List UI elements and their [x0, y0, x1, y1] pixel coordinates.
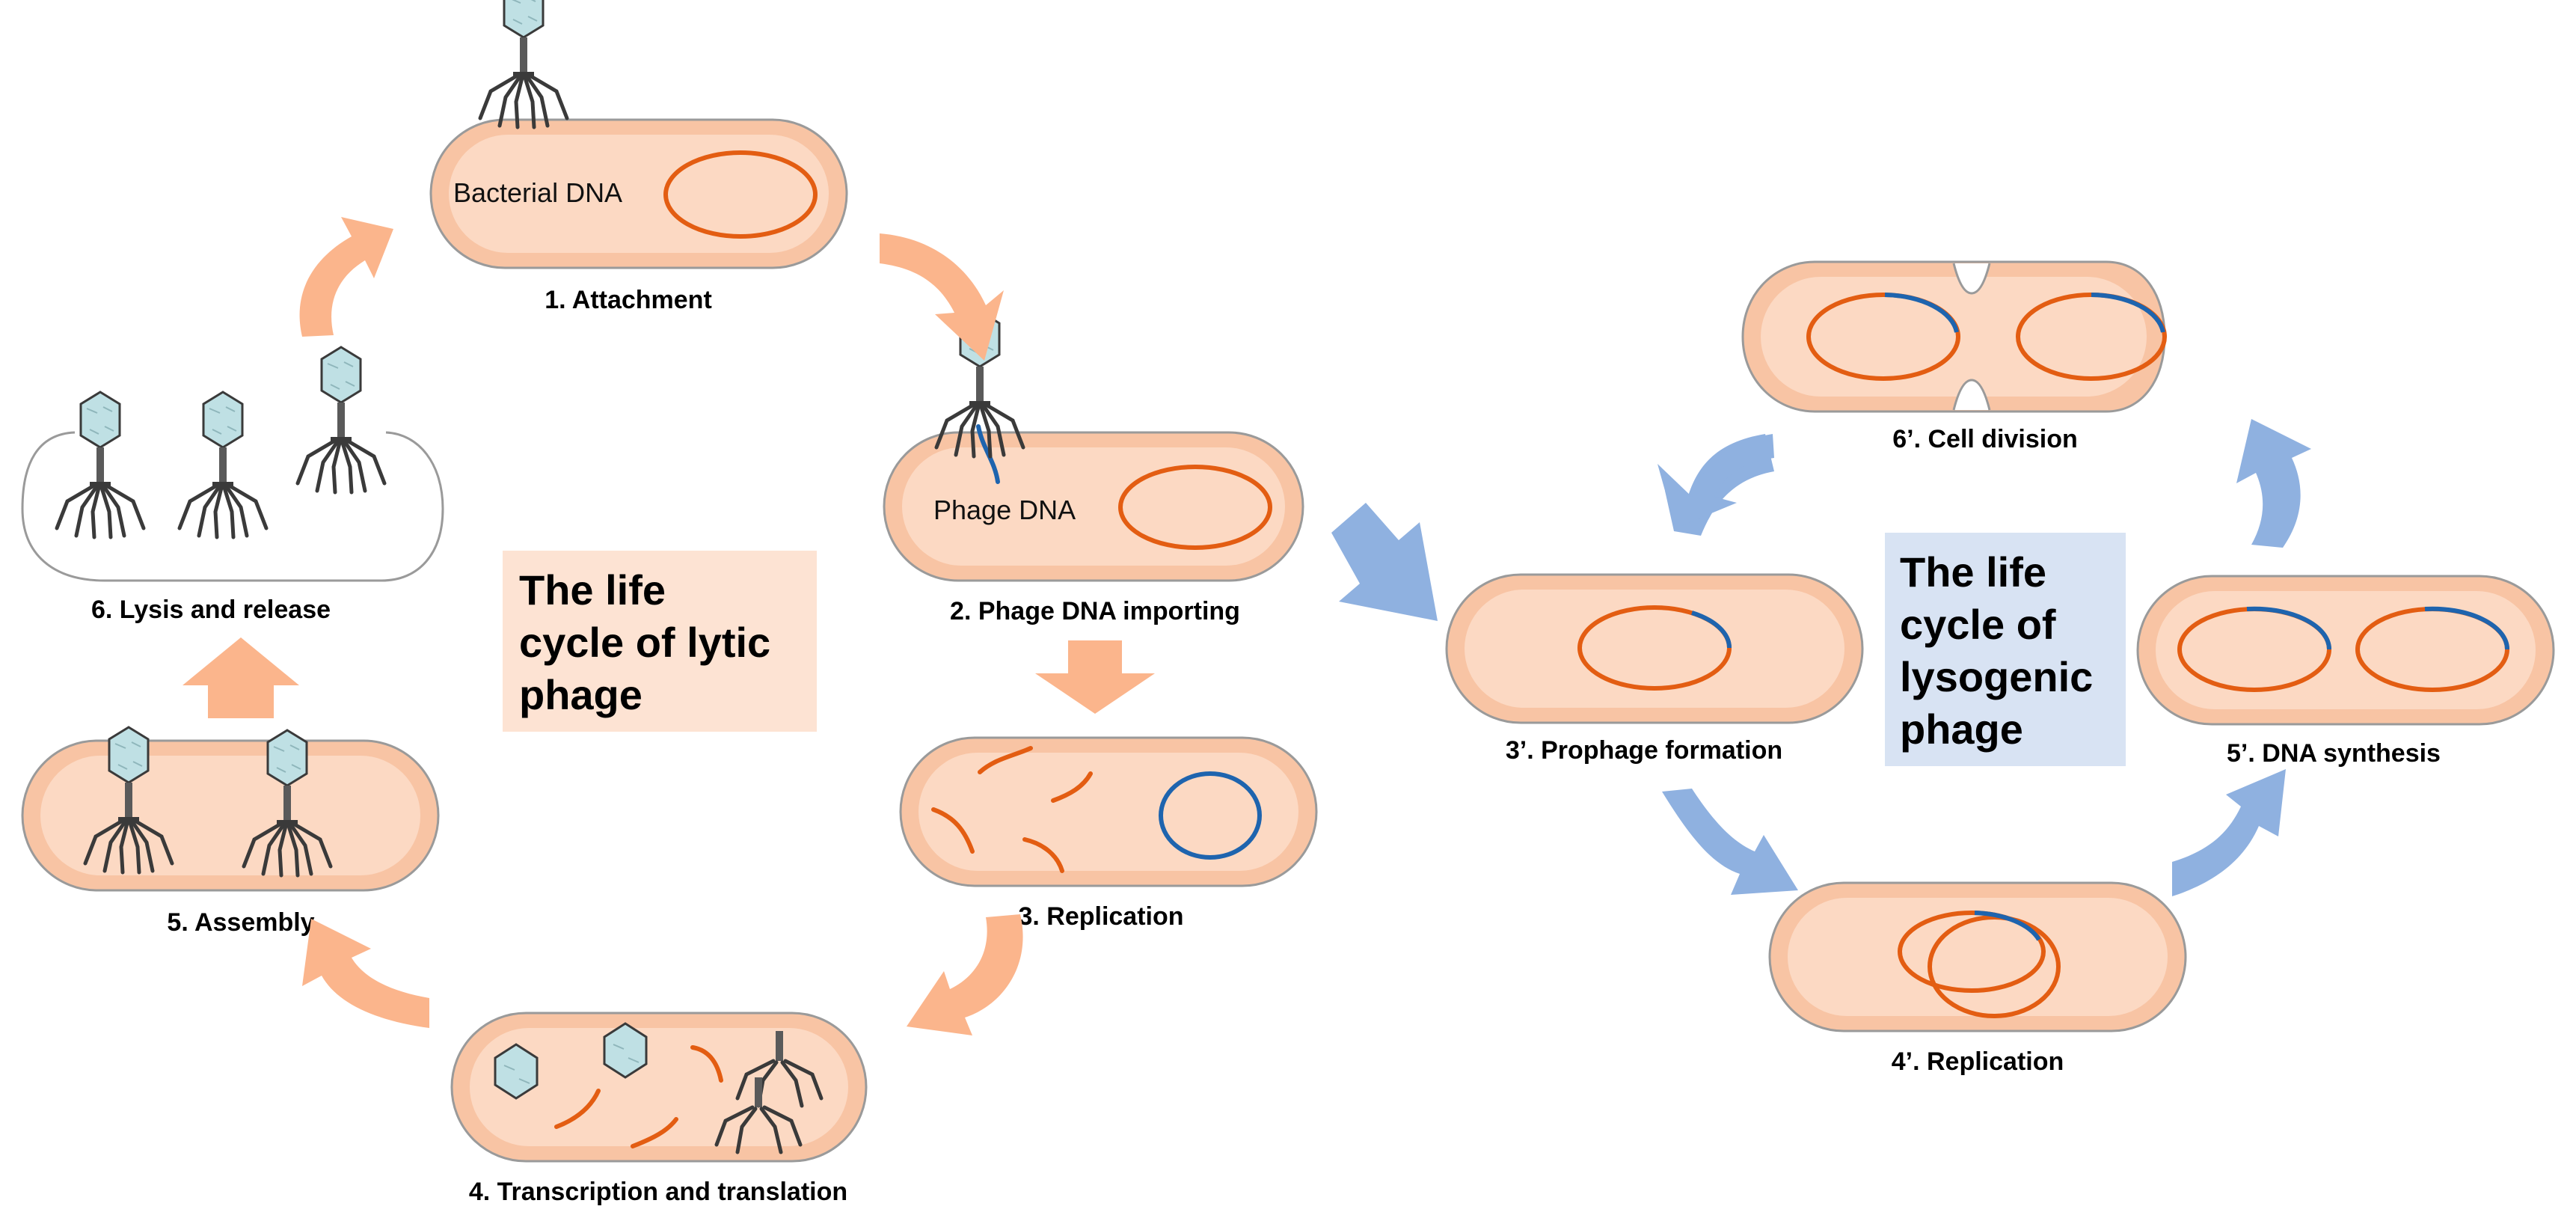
arrow-division-to-prophage	[1657, 434, 1774, 528]
phage-dna-circle	[1159, 771, 1262, 860]
arrow-prophage-to-replication	[1662, 789, 1798, 895]
stage-5p-dna-synthesis: 5’. DNA synthesis	[2136, 575, 2555, 768]
stage-5p-label: 5’. DNA synthesis	[2227, 739, 2441, 768]
stage-6-lysis-release: 6. Lysis and release	[21, 347, 444, 624]
phage-icon	[480, 0, 567, 127]
arrow-import-to-replication	[1035, 640, 1155, 714]
prophage-segment	[1691, 611, 1732, 649]
lytic-title-line-2: cycle of lytic	[519, 619, 770, 666]
phage-icon	[57, 392, 144, 537]
arrow-lysis-to-attachment	[299, 217, 393, 337]
stage-3p-prophage-formation: 3’. Prophage formation	[1445, 573, 1864, 765]
stage-5-label: 5. Assembly	[167, 908, 314, 937]
stage-2-label: 2. Phage DNA importing	[950, 597, 1240, 625]
phage-dna-label: Phage DNA	[933, 495, 1076, 525]
lytic-arrows	[183, 217, 1155, 1035]
lytic-title: The life cycle of lytic phage	[519, 566, 782, 718]
stage-3-label: 3. Replication	[1018, 902, 1183, 931]
arrow-transcription-to-assembly	[302, 919, 429, 1028]
lysogenic-arrows	[1657, 419, 2311, 896]
arrow-synthesis-to-division	[2236, 419, 2311, 548]
stage-6p-cell-division: 6’. Cell division	[1741, 260, 2167, 453]
lysogenic-title: The life cycle of lysogenic phage	[1900, 548, 2105, 753]
stage-5-assembly: 5. Assembly	[21, 727, 440, 937]
phage-icon	[180, 392, 266, 537]
stage-4p-label: 4’. Replication	[1892, 1047, 2064, 1076]
bacterial-dna-circle	[663, 150, 818, 239]
stage-6-label: 6. Lysis and release	[91, 596, 331, 624]
stage-1-attachment: Bacterial DNA 1. Attachment	[429, 0, 848, 314]
stage-3-replication: 3. Replication	[899, 736, 1318, 931]
bacterial-dna-circle	[1118, 465, 1272, 550]
stage-4p-replication: 4’. Replication	[1768, 881, 2187, 1076]
lysogenic-title-line-2: cycle of	[1900, 601, 2056, 648]
arrow-replication-to-transcription	[907, 914, 1023, 1035]
stage-4-label: 4. Transcription and translation	[469, 1178, 847, 1206]
arrow-attach-to-import	[880, 233, 1004, 361]
lytic-title-box: The life cycle of lytic phage	[503, 551, 817, 732]
stage-1-label: 1. Attachment	[545, 286, 712, 314]
arrow-import-to-prophage	[1331, 503, 1438, 621]
lysogenic-title-line-1: The life	[1900, 548, 2046, 596]
lysogenic-title-line-3: lysogenic	[1900, 653, 2093, 700]
arrow-replication-to-synthesis	[2172, 769, 2286, 896]
prophage-segment	[1974, 911, 2041, 941]
lysogenic-title-box: The life cycle of lysogenic phage	[1885, 533, 2126, 766]
mrna-strands	[554, 1045, 723, 1148]
lysogenic-title-line-4: phage	[1900, 706, 2023, 753]
lytic-title-line-3: phage	[519, 671, 643, 718]
stage-6p-label: 6’. Cell division	[1892, 425, 2078, 453]
arrow-assembly-to-lysis	[183, 637, 299, 718]
stage-4-transcription-translation: 4. Transcription and translation	[450, 1012, 868, 1206]
lytic-title-line-1: The life	[519, 566, 666, 614]
stage-2-phage-dna-importing: Phage DNA 2. Phage DNA importing	[883, 311, 1304, 625]
stage-3p-label: 3’. Prophage formation	[1506, 736, 1782, 765]
bacterial-dna-label: Bacterial DNA	[453, 177, 622, 208]
phage-icon	[298, 347, 384, 492]
phage-dna-copies	[931, 746, 1093, 873]
